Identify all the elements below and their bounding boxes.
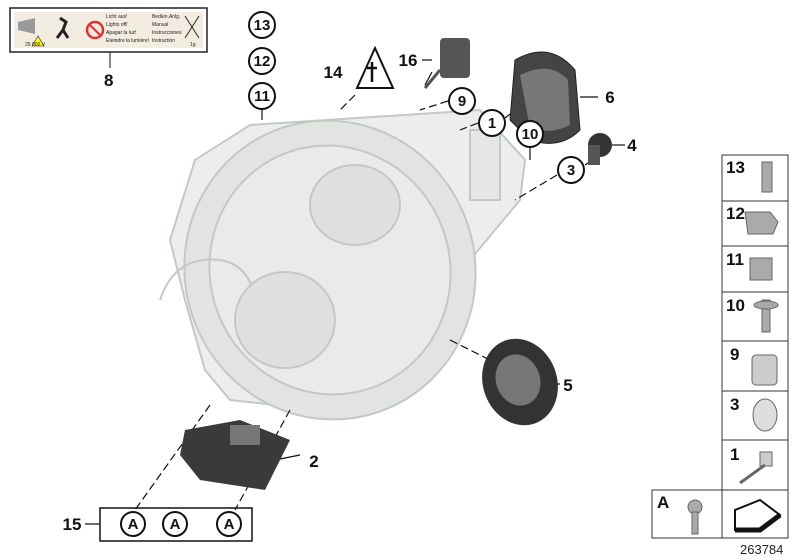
legend-label: 1 [730, 445, 739, 464]
direction-arrow-icon [734, 498, 782, 531]
callout-13[interactable]: 13 [254, 17, 271, 34]
label-text: Apagar la luz! [106, 30, 137, 36]
callout-1[interactable]: 1 [488, 115, 496, 132]
part-5-cap[interactable] [470, 328, 570, 436]
voltage-text: 25 000 V [25, 42, 46, 48]
legend-label: 9 [730, 345, 739, 364]
part-4-bulb-socket[interactable] [588, 133, 612, 165]
callout-15[interactable]: 15 [63, 515, 82, 534]
callout-4[interactable]: 4 [627, 136, 637, 155]
legend-parts [687, 161, 779, 535]
callout-9[interactable]: 9 [458, 93, 466, 110]
callout-5[interactable]: 5 [563, 376, 572, 395]
label-text: Instrucciones [152, 30, 182, 36]
label-text: Manual [152, 22, 168, 28]
callout-a[interactable]: A [170, 516, 181, 533]
part-2-control-unit[interactable] [180, 420, 290, 490]
legend-label-a: A [657, 493, 669, 512]
callout-8[interactable]: 8 [104, 71, 113, 90]
legend-label: 3 [730, 395, 739, 414]
label-text: Eteindre la lumière! [106, 38, 149, 44]
legend-label: 11 [726, 250, 744, 269]
callout-circles [120, 11, 585, 537]
legend-label: 13 [726, 158, 745, 177]
callout-16[interactable]: 16 [399, 51, 418, 70]
label-text: Bedien.Anlg. [152, 14, 180, 20]
label-text: Lights off! [106, 22, 128, 28]
warning-label: 25 000 V Licht aus! Lights off! Apagar l… [9, 7, 208, 53]
fastener-legend [651, 154, 789, 539]
callout-14[interactable]: 14 [324, 63, 343, 82]
weight-text: 1g [190, 42, 196, 48]
diagram-id: 263784 [740, 542, 783, 557]
headlamp-housing [159, 108, 527, 421]
callout-3[interactable]: 3 [567, 162, 575, 179]
callout-10[interactable]: 10 [522, 126, 539, 143]
part-16-connector[interactable] [423, 38, 470, 89]
warning-triangle-icon [355, 45, 395, 89]
callout-2[interactable]: 2 [309, 452, 318, 471]
callout-11[interactable]: 11 [254, 88, 270, 105]
callout-a[interactable]: A [224, 516, 235, 533]
callout-6[interactable]: 6 [605, 88, 614, 107]
label-text: Instruction [152, 38, 175, 44]
callout-15-group [99, 507, 253, 542]
legend-label: 10 [726, 296, 745, 315]
legend-label: 12 [726, 204, 745, 223]
callout-12[interactable]: 12 [254, 53, 271, 70]
label-text: Licht aus! [106, 14, 127, 20]
callout-a[interactable]: A [128, 516, 139, 533]
